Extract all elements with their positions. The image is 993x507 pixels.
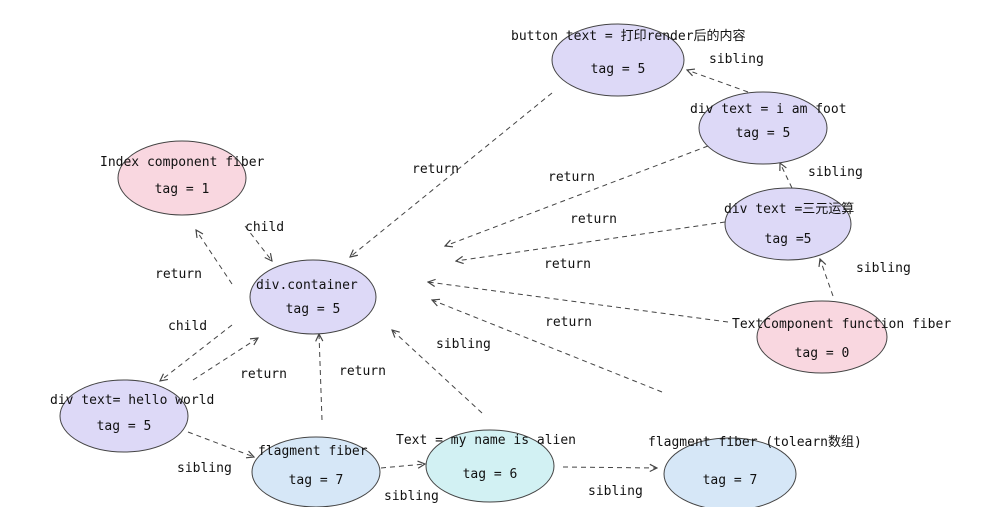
node-text-component-function-fiber-ellipse: [756, 300, 888, 374]
edge-foot-sibling-button-label: sibling: [709, 52, 764, 67]
edge-container-return-index: [196, 230, 233, 285]
node-div-i-am-foot-ellipse: [698, 91, 828, 165]
node-div-i-am-foot-tag: tag = 5: [736, 126, 791, 141]
node-flagment-fiber-tolearn-title: flagment fiber (tolearn数组): [648, 435, 862, 450]
edge-index-child: [244, 225, 272, 261]
node-index-component-fiber-tag: tag = 1: [155, 182, 210, 197]
node-div-i-am-foot-title: div text = i am foot: [690, 102, 847, 117]
edge-san-sibling-foot-label: sibling: [808, 165, 863, 180]
edge-container-return-index-arrow: [196, 230, 233, 285]
node-div-hello-world-ellipse: [59, 379, 189, 453]
edge-flag2-return-label: return: [545, 315, 592, 330]
node-button-text-title: button text = 打印render后的内容: [511, 28, 746, 44]
node-flagment-fiber-ellipse: [251, 436, 381, 507]
node-div-container-title: div.container: [256, 278, 358, 293]
node-text-my-name-is-alien: Text = my name is alien tag = 6: [396, 429, 576, 503]
node-index-component-fiber: Index component fiber tag = 1: [100, 140, 265, 216]
edge-hello-sibling-flag1: [187, 431, 254, 457]
edge-labels-layer: return sibling return sibling return sibling r…: [155, 52, 911, 504]
edge-flag1-return: [319, 334, 322, 421]
edge-san-sibling-foot-arrow: [780, 163, 793, 189]
edge-hello-return-arrow: [192, 338, 258, 381]
edge-san-return: [456, 221, 726, 261]
edge-button-return-arrow: [350, 92, 553, 257]
edge-textcomp-return-label: return: [544, 257, 591, 272]
edge-flag1-return-arrow: [319, 334, 322, 421]
edge-san-return-label: return: [570, 212, 617, 227]
node-text-component-function-fiber: TextComponent function fiber tag = 0: [732, 300, 951, 374]
edge-container-return-index-label: return: [155, 267, 202, 282]
edge-textalien-return-label: sibling: [436, 337, 491, 352]
node-div-san-yuan-tag: tag =5: [765, 232, 812, 247]
node-div-container-ellipse: [249, 259, 377, 335]
node-flagment-fiber-tolearn: flagment fiber (tolearn数组) tag = 7: [648, 435, 862, 507]
node-index-component-fiber-title: Index component fiber: [100, 155, 265, 170]
node-div-san-yuan-title: div text =三元运算: [724, 202, 854, 217]
node-div-san-yuan: div text =三元运算 tag =5: [724, 187, 854, 261]
node-div-san-yuan-ellipse: [724, 187, 852, 261]
edge-flag1-sibling-textalien: [380, 464, 425, 468]
edge-textalien-return: [392, 330, 483, 414]
edge-flag1-sibling-textalien-arrow: [380, 464, 425, 468]
edge-textcomp-return: [428, 282, 729, 323]
edge-foot-sibling-button-arrow: [687, 70, 749, 93]
edge-container-child: [160, 324, 233, 381]
node-flagment-fiber-tolearn-tag: tag = 7: [703, 473, 758, 488]
node-div-i-am-foot: div text = i am foot tag = 5: [690, 91, 847, 165]
edge-button-return-label: return: [412, 162, 459, 177]
edge-hello-sibling-flag1-label: sibling: [177, 461, 232, 476]
edge-container-child-label: child: [168, 319, 207, 334]
node-div-hello-world-title: div text= hello world: [50, 393, 214, 408]
node-div-container-tag: tag = 5: [286, 302, 341, 317]
edge-flag1-return-label: return: [339, 364, 386, 379]
edge-foot-sibling-button: [687, 70, 749, 93]
edge-foot-return-label: return: [548, 170, 595, 185]
edge-textalien-return-arrow: [392, 330, 483, 414]
edge-textcomp-return-arrow: [428, 282, 729, 323]
node-text-component-function-fiber-title: TextComponent function fiber: [732, 317, 951, 332]
node-text-my-name-is-alien-tag: tag = 6: [463, 467, 518, 482]
node-div-hello-world: div text= hello world tag = 5: [50, 379, 214, 453]
node-flagment-fiber: flagment fiber tag = 7: [251, 436, 381, 507]
edge-textcomp-sibling-san: [820, 259, 834, 297]
edge-hello-return: [192, 338, 258, 381]
node-flagment-fiber-tolearn-ellipse: [663, 437, 797, 507]
node-flagment-fiber-tag: tag = 7: [289, 473, 344, 488]
node-flagment-fiber-title: flagment fiber: [258, 444, 368, 459]
edges-layer: [160, 70, 834, 468]
edge-textcomp-sibling-san-label: sibling: [856, 261, 911, 276]
edge-san-sibling-foot: [780, 163, 793, 189]
edge-index-child-label: child: [245, 220, 284, 235]
node-text-my-name-is-alien-ellipse: [425, 429, 555, 503]
edge-button-return: [350, 92, 553, 257]
node-div-hello-world-tag: tag = 5: [97, 419, 152, 434]
node-button-text: button text = 打印render后的内容 tag = 5: [511, 23, 746, 97]
edge-textalien-sibling-flag2-label: sibling: [588, 484, 643, 499]
edge-textalien-sibling-flag2: [562, 467, 657, 468]
node-index-component-fiber-ellipse: [117, 140, 247, 216]
node-button-text-tag: tag = 5: [591, 62, 646, 77]
edge-textcomp-sibling-san-arrow: [820, 259, 834, 297]
node-text-my-name-is-alien-title: Text = my name is alien: [396, 433, 576, 448]
node-text-component-function-fiber-tag: tag = 0: [795, 346, 850, 361]
node-button-text-ellipse: [551, 23, 685, 97]
edge-container-child-arrow: [160, 324, 233, 381]
edge-hello-return-label: return: [240, 367, 287, 382]
edge-hello-sibling-flag1-arrow: [187, 431, 254, 457]
edge-foot-return: [445, 145, 709, 246]
edge-textalien-sibling-flag2-arrow: [562, 467, 657, 468]
edge-san-return-arrow: [456, 221, 726, 261]
edge-flag1-sibling-textalien-label: sibling: [384, 489, 439, 504]
node-div-container: div.container tag = 5: [249, 259, 377, 335]
edge-index-child-arrow: [244, 225, 272, 261]
edge-foot-return-arrow: [445, 145, 709, 246]
